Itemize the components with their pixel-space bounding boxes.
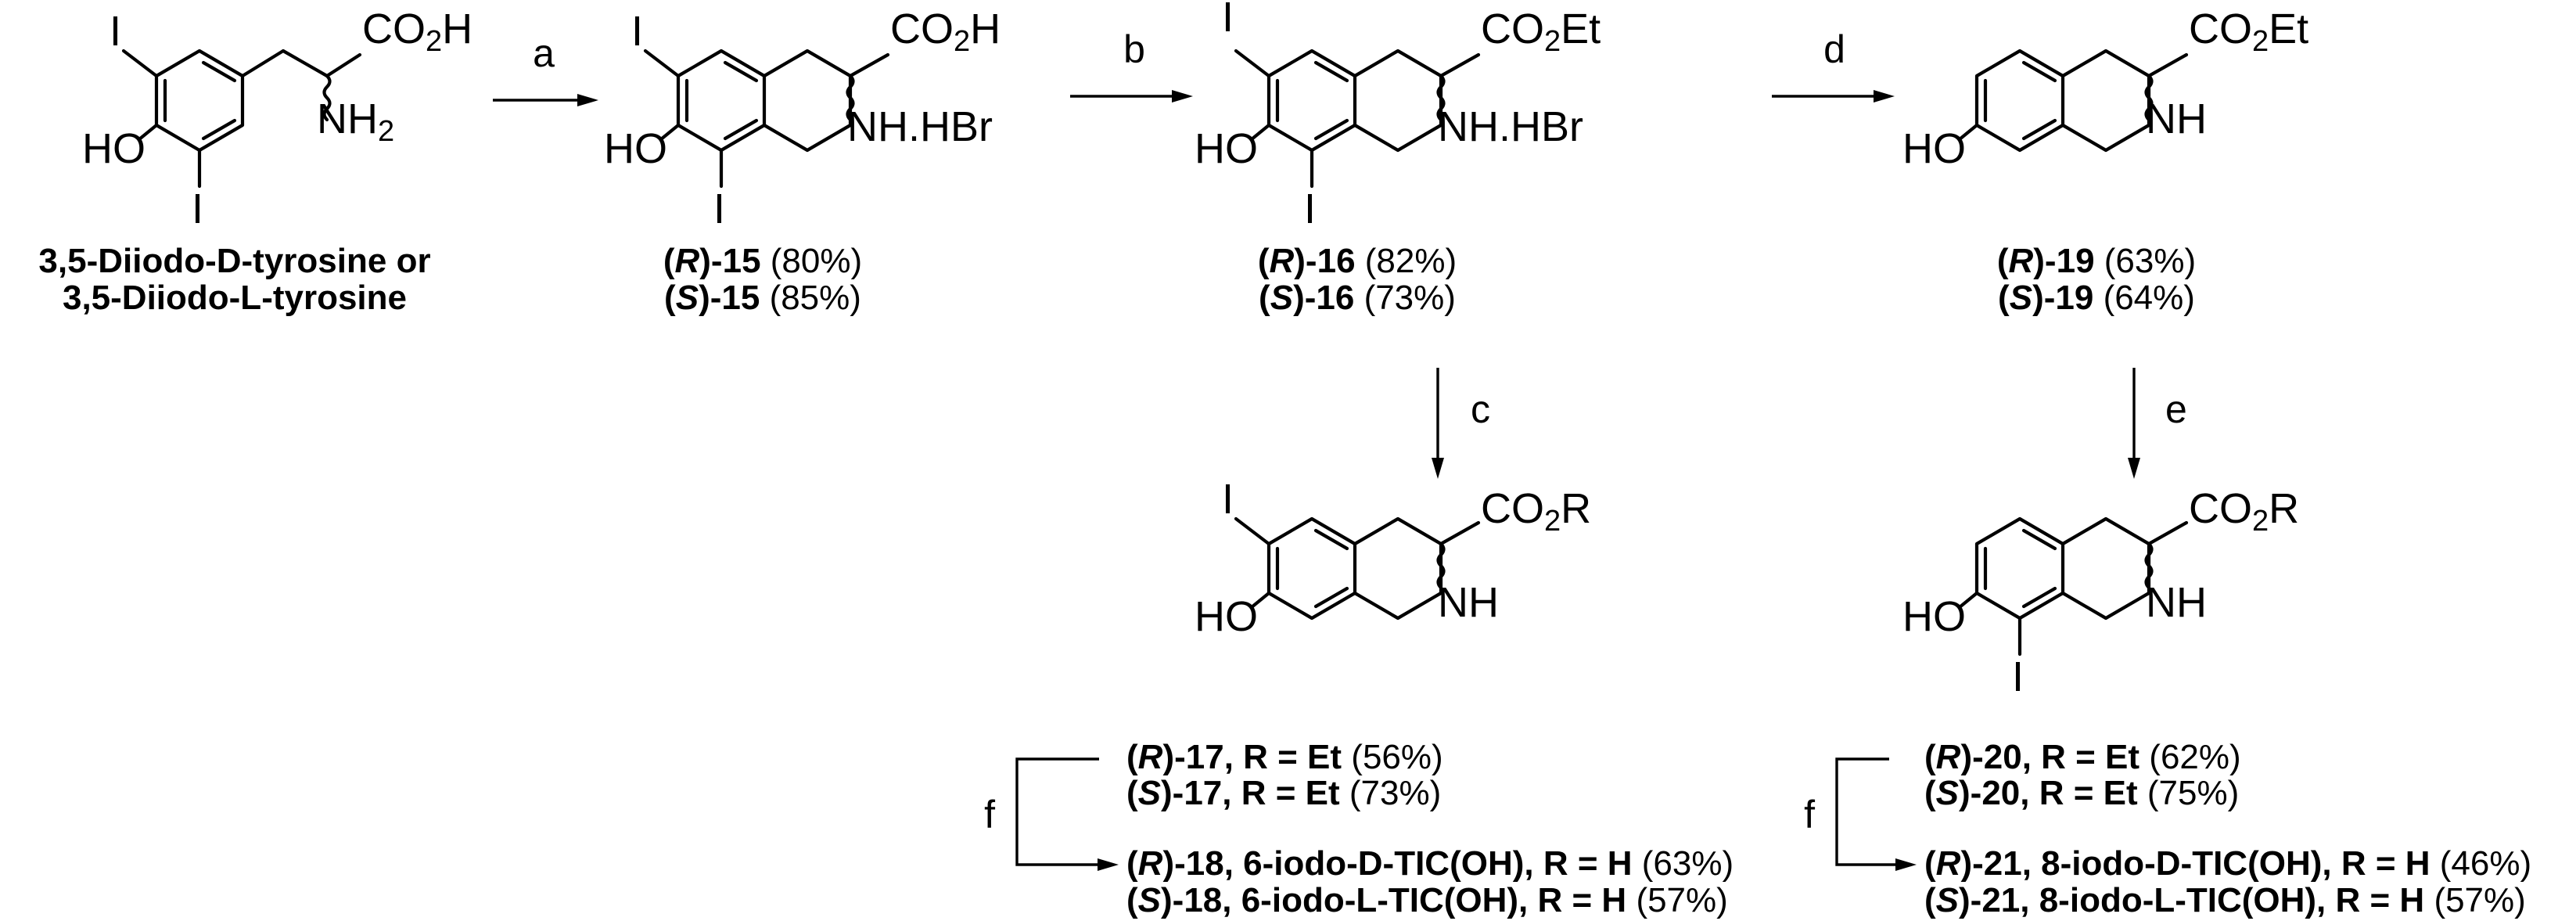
hydroxyl: HO [82,125,146,172]
compound-17-structure: I HO CO2R NH [1195,476,1591,640]
svg-text:I: I [631,8,643,55]
arrow-f-left: f [984,757,1119,871]
svg-text:I: I [713,185,725,232]
svg-text:CO2H: CO2H [890,5,1001,58]
iodo-top: I [110,8,121,55]
svg-text:a: a [533,31,555,75]
compound-20-structure: I HO CO2R NH [1902,485,2299,700]
svg-text:CO2Et: CO2Et [1481,5,1601,58]
svg-text:I: I [1222,476,1234,523]
c20-nh: NH [2146,579,2207,626]
label-21-R: (R)-21, 8-iodo-D-TIC(OH), R = H (46%) [1924,844,2531,883]
label-19-S: (S)-19 (64%) [1998,279,2195,317]
svg-text:CO2R: CO2R [2189,485,2299,538]
label-17-R: (R)-17, R = Et (56%) [1126,738,1443,776]
start-name-2: 3,5-Diiodo-L-tyrosine [63,279,407,317]
svg-text:c: c [1471,387,1490,431]
svg-text:I: I [1304,185,1316,232]
arrow-a: a [493,31,598,106]
c17-nh: NH [1438,579,1499,626]
label-18-R: (R)-18, 6-iodo-D-TIC(OH), R = H (63%) [1126,844,1734,883]
compound-19-structure: HO CO2Et NH [1902,5,2308,172]
starting-material-structure: I I HO CO2H NH2 [82,5,472,232]
compound-15-structure: I I HO CO2H NH.HBr [604,5,1001,232]
start-name-1: 3,5-Diiodo-D-tyrosine or [38,242,430,280]
label-20-R: (R)-20, R = Et (62%) [1924,738,2241,776]
arrow-b: b [1070,27,1193,103]
label-21-S: (S)-21, 8-iodo-L-TIC(OH), R = H (57%) [1924,881,2526,919]
svg-text:CO2R: CO2R [1481,485,1591,538]
compound-16-structure: I I HO CO2Et NH.HBr [1195,0,1601,232]
labels-17-18: (R)-17, R = Et (56%) (S)-17, R = Et (73%… [1126,738,1734,919]
label-17-S: (S)-17, R = Et (73%) [1126,774,1441,812]
svg-text:HO: HO [1195,125,1258,172]
arrow-c: c [1432,368,1490,479]
svg-text:I: I [1222,0,1234,41]
labels-20-21: (R)-20, R = Et (62%) (S)-20, R = Et (75%… [1924,738,2531,919]
svg-text:I: I [2012,653,2024,700]
c16-nh: NH.HBr [1438,103,1583,150]
label-16-S: (S)-16 (73%) [1259,279,1456,317]
iodo-bottom: I [192,185,203,232]
label-18-S: (S)-18, 6-iodo-L-TIC(OH), R = H (57%) [1126,881,1728,919]
arrow-d: d [1772,27,1895,103]
arrow-f-right: f [1804,757,1917,871]
svg-text:HO: HO [1902,125,1966,172]
label-15-R: (R)-15 (80%) [663,242,862,280]
label-19-R: (R)-19 (63%) [1997,242,2196,280]
svg-text:b: b [1123,27,1145,71]
svg-text:HO: HO [604,125,667,172]
amine-group: NH2 [317,95,394,148]
svg-text:f: f [984,793,995,836]
label-16-R: (R)-16 (82%) [1258,242,1457,280]
svg-text:HO: HO [1195,593,1258,640]
label-20-S: (S)-20, R = Et (75%) [1924,774,2239,812]
c19-nh: NH [2146,95,2207,142]
svg-text:HO: HO [1902,593,1966,640]
svg-text:d: d [1823,27,1845,71]
svg-text:CO2Et: CO2Et [2189,5,2308,58]
arrow-e: e [2128,368,2187,479]
label-15-S: (S)-15 (85%) [664,279,861,317]
c15-nh: NH.HBr [847,103,993,150]
acid-group: CO2H [362,5,472,58]
svg-text:e: e [2165,387,2187,431]
svg-text:f: f [1804,793,1815,836]
